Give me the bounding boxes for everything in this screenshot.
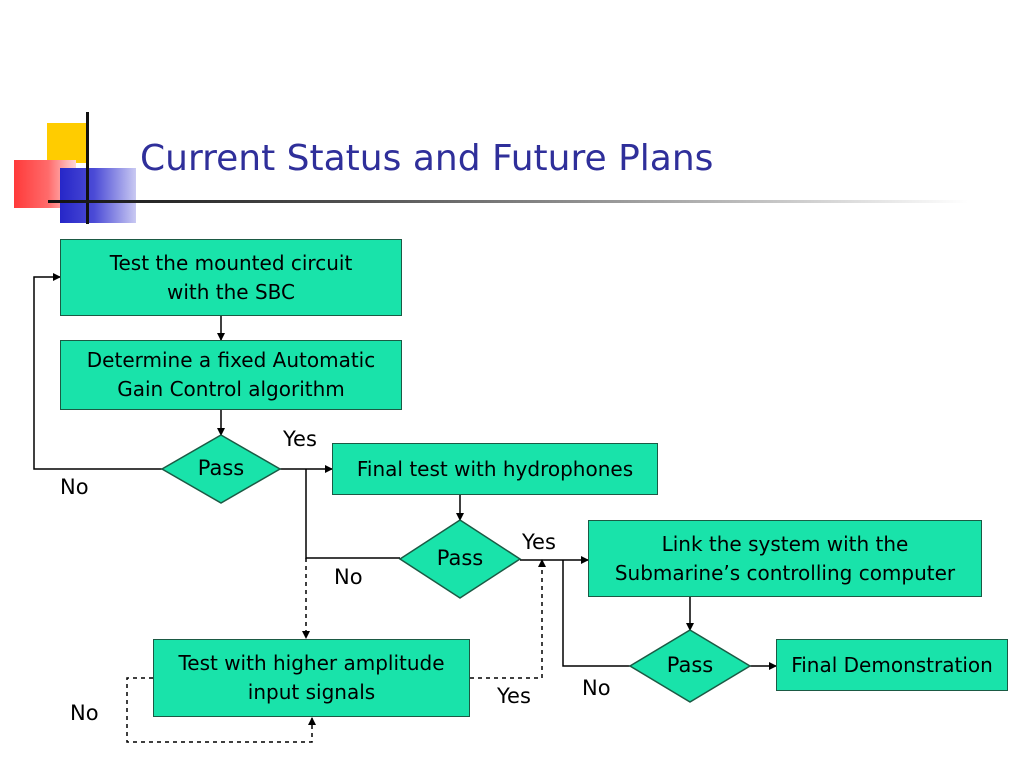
edge-label-pass2-no: No <box>334 565 363 589</box>
decision-pass-1-label: Pass <box>197 456 245 480</box>
node-test-higher-label: Test with higher amplitude input signals <box>178 651 445 704</box>
edge-pass3-no <box>562 560 630 667</box>
node-test-mounted: Test the mounted circuit with the SBC <box>60 239 402 316</box>
edge-label-higher-no: No <box>70 701 99 725</box>
node-determine-agc: Determine a fixed Automatic Gain Control… <box>60 340 402 410</box>
node-test-higher: Test with higher amplitude input signals <box>153 639 470 717</box>
decision-pass-1 <box>160 434 282 504</box>
node-final-test: Final test with hydrophones <box>332 443 658 495</box>
decision-pass-3 <box>628 629 752 703</box>
edge-label-pass1-yes: Yes <box>283 427 317 451</box>
decision-pass-2 <box>398 519 522 599</box>
deco-vertical-line <box>86 112 89 224</box>
slide-title: Current Status and Future Plans <box>140 138 714 179</box>
node-test-mounted-label: Test the mounted circuit with the SBC <box>109 250 353 304</box>
node-determine-agc-label: Determine a fixed Automatic Gain Control… <box>86 348 376 401</box>
edge-pass1-no-loop <box>33 273 162 470</box>
decision-pass-3-label: Pass <box>666 653 714 677</box>
node-final-demo: Final Demonstration <box>776 639 1008 691</box>
edge-label-pass1-no: No <box>60 475 89 499</box>
edge-label-pass2-yes: Yes <box>522 530 556 554</box>
node-link-system-label: Link the system with the Submarine’s con… <box>614 531 956 585</box>
edge-label-higher-yes: Yes <box>497 684 531 708</box>
edge-label-pass3-no: No <box>582 676 611 700</box>
title-underline <box>48 200 968 203</box>
edge-higher-yes <box>470 559 546 679</box>
edge-higher-no-loop <box>126 677 316 743</box>
node-final-demo-label: Final Demonstration <box>791 652 993 677</box>
node-link-system: Link the system with the Submarine’s con… <box>588 520 982 597</box>
deco-blue-square <box>60 168 136 223</box>
node-final-test-label: Final test with hydrophones <box>356 456 634 481</box>
decision-pass-2-label: Pass <box>436 546 484 570</box>
deco-yellow-square <box>47 123 87 163</box>
